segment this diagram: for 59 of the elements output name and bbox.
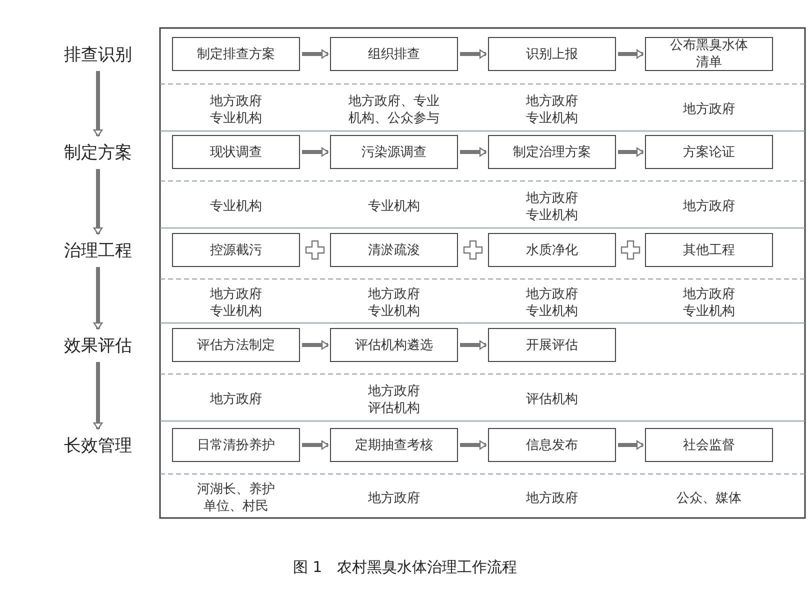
process-box: 信息发布	[488, 428, 616, 462]
block-arrow	[302, 440, 329, 450]
role-text: 专业机构	[367, 198, 421, 215]
process-box: 制定排查方案	[172, 37, 300, 71]
role-text: 河湖长、养护单位、村民	[196, 481, 276, 515]
role-text: 地方政府专业机构	[525, 92, 579, 126]
stage-label: 制定方案	[52, 139, 144, 165]
process-box: 清淤疏浚	[330, 233, 458, 267]
process-box: 公布黑臭水体清单	[645, 37, 773, 71]
role-text: 地方政府	[682, 101, 736, 118]
role-text: 地方政府专业机构	[525, 190, 579, 224]
role-text: 地方政府专业机构	[525, 286, 579, 320]
block-arrow	[618, 49, 644, 59]
process-box: 其他工程	[645, 233, 773, 267]
block-arrow	[460, 440, 487, 450]
caption: 图 1 农村黑臭水体治理工作流程	[292, 558, 518, 576]
role-text: 地方政府	[682, 198, 736, 215]
block-arrow	[93, 362, 103, 430]
role-text: 地方政府专业机构	[209, 286, 263, 320]
block-arrow	[618, 440, 644, 450]
process-box: 社会监督	[645, 428, 773, 462]
role-text: 公众、媒体	[676, 490, 742, 506]
block-arrow	[460, 147, 487, 157]
role-text: 地方政府	[367, 490, 421, 506]
block-arrow	[460, 49, 487, 59]
role-text: 地方政府专业机构	[209, 92, 263, 126]
process-box: 定期抽查考核	[330, 428, 458, 462]
process-box: 污染源调查	[330, 135, 458, 169]
stage-label: 治理工程	[52, 237, 144, 263]
process-box: 开展评估	[488, 328, 616, 362]
process-box: 日常清扮养护	[172, 428, 300, 462]
role-text: 地方政府评估机构	[367, 382, 421, 416]
stage-label: 效果评估	[52, 332, 144, 358]
role-text: 地方政府专业机构	[682, 286, 736, 320]
block-arrow	[618, 147, 644, 157]
stage-label: 长效管理	[52, 432, 144, 458]
process-box: 现状调查	[172, 135, 300, 169]
process-box: 方案论证	[645, 135, 773, 169]
stage-label: 排查识别	[52, 41, 144, 67]
block-arrow	[302, 147, 329, 157]
block-arrow	[93, 71, 103, 137]
process-box: 评估机构遴选	[330, 328, 458, 362]
process-box: 组织排查	[330, 37, 458, 71]
block-arrow	[460, 340, 487, 350]
role-text: 地方政府、专业机构、公众参与	[348, 92, 440, 126]
role-text: 评估机构	[525, 391, 579, 408]
role-text: 地方政府	[525, 490, 579, 506]
role-text: 专业机构	[209, 198, 263, 215]
block-arrow	[302, 340, 329, 350]
role-text: 地方政府	[209, 391, 263, 408]
block-arrow	[93, 169, 103, 235]
process-box: 识别上报	[488, 37, 616, 71]
process-box: 控源截污	[172, 233, 300, 267]
block-arrow	[93, 267, 103, 330]
process-box: 水质净化	[488, 233, 616, 267]
process-box: 制定治理方案	[488, 135, 616, 169]
role-text: 地方政府专业机构	[367, 286, 421, 320]
block-arrow	[302, 49, 329, 59]
process-box: 评估方法制定	[172, 328, 300, 362]
